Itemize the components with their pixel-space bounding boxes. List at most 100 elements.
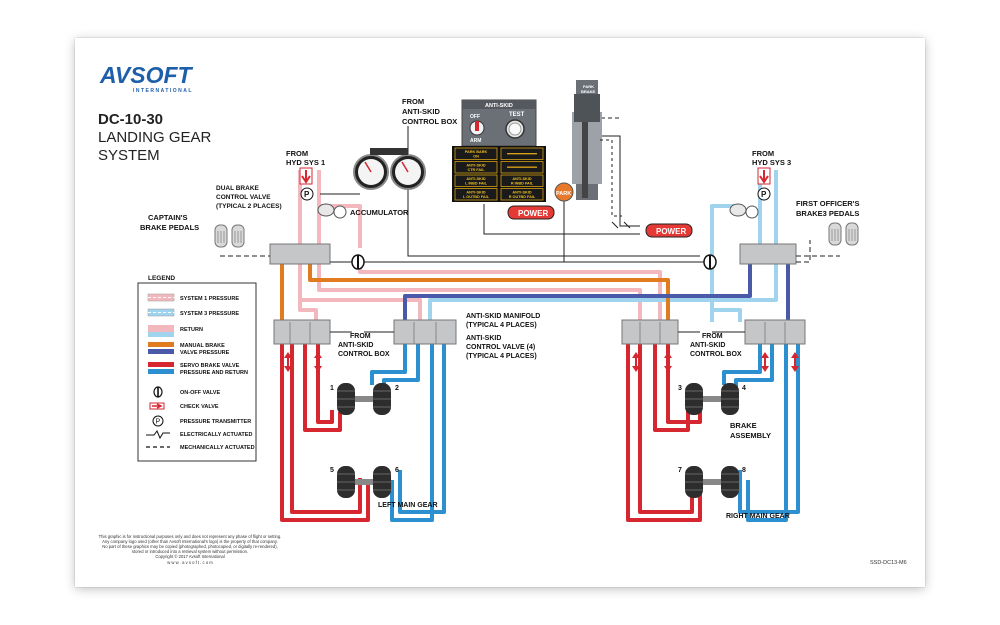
- label-control-valve-1: ANTI-SKID: [466, 335, 501, 342]
- label-fo-1: FIRST OFFICER'S: [796, 199, 859, 208]
- legend-item: CHECK VALVE: [149, 402, 219, 410]
- on-off-valve-right: [703, 254, 717, 270]
- park-brake-label-1: PARK: [583, 84, 594, 89]
- label-manifold-2: (TYPICAL 4 PLACES): [466, 322, 537, 329]
- label-wheel-6: 6: [395, 467, 399, 474]
- legend-label: SYSTEM 3 PRESSURE: [180, 311, 239, 317]
- footer-line-5: Copyright © 2017 Avsoft International: [155, 554, 224, 559]
- annunciator-line2: R INBD FAIL: [511, 182, 534, 186]
- annunciator-line2: L INBD FAIL: [465, 182, 488, 186]
- label-wheel-3: 3: [678, 385, 682, 392]
- wheel-4: [720, 382, 740, 416]
- power-button-2-label: POWER: [656, 227, 686, 236]
- label-from-box-2: ANTI-SKID: [402, 107, 440, 116]
- label-dual-brake-1: DUAL BRAKE: [216, 185, 260, 192]
- annunciator-line1: ANTI-SKID: [466, 177, 485, 181]
- legend-item: MECHANICALLY ACTUATED: [146, 445, 255, 451]
- annunciator-cell: [500, 147, 544, 160]
- power-button-1-label: POWER: [518, 209, 548, 218]
- label-from-hyd1-2: HYD SYS 1: [286, 158, 325, 167]
- annunciator-line2: ON: [473, 155, 479, 159]
- annunciator-line1: ANTI-SKID: [512, 191, 531, 195]
- legend-label: SERVO BRAKE VALVE: [180, 363, 240, 369]
- label-wheel-8: 8: [742, 467, 746, 474]
- legend-item: SYSTEM 1 PRESSURE: [147, 293, 239, 302]
- fo-dual-brake-valve: [739, 243, 797, 265]
- power-button-2[interactable]: POWER: [645, 223, 693, 238]
- legend-item: P PRESSURE TRANSMITTER: [152, 415, 251, 427]
- label-wheel-2: 2: [395, 385, 399, 392]
- captain-brake-pedals: [214, 224, 245, 248]
- annunciator-line1: ANTI-SKID: [466, 164, 485, 168]
- label-from-box-3: CONTROL BOX: [402, 117, 457, 126]
- label-captains-1: CAPTAIN'S: [148, 213, 188, 222]
- park-light-label: PARK: [556, 191, 571, 197]
- legend-title: LEGEND: [148, 275, 175, 282]
- pressure-transmitter-sys3: P: [757, 187, 771, 201]
- switch-arm-label: ARM: [470, 138, 481, 144]
- label-brake-assembly-2: ASSEMBLY: [730, 431, 771, 440]
- anti-skid-panel-title: ANTI-SKID: [485, 103, 513, 109]
- legend-symbol-p: P: [156, 419, 161, 426]
- power-button-1[interactable]: POWER: [507, 205, 555, 220]
- legend: LEGEND SYSTEM 1 PRESSURE SYSTEM 3 PRESSUR…: [137, 275, 257, 462]
- label-from-hyd3-2: HYD SYS 3: [752, 158, 791, 167]
- label-accumulator: ACCUMULATOR: [350, 208, 409, 217]
- anti-skid-panel: ANTI-SKID OFF ARM TEST: [461, 99, 537, 147]
- label-fo-2: BRAKE3 PEDALS: [796, 209, 859, 218]
- drawing-code: SSD-DC13-M6: [870, 560, 907, 566]
- annunciator-line2: CTR FAIL: [467, 168, 485, 172]
- park-light: PARK: [554, 182, 574, 202]
- park-brake-handle[interactable]: [572, 80, 602, 200]
- wheel-7: [684, 465, 704, 499]
- footer-line-3: No part of these graphics may be copied …: [102, 544, 278, 549]
- annunciator-line1: PARK BARK: [465, 150, 488, 154]
- diagram-title-line1: LANDING GEAR: [98, 129, 212, 146]
- brake-pressure-gauge-right: [390, 154, 426, 190]
- label-right-from-2: ANTI-SKID: [690, 342, 725, 349]
- pressure-transmitter-sys1: P: [300, 187, 314, 201]
- park-brake-label-2: BRAKE: [581, 89, 596, 94]
- annunciator-line1: ANTI-SKID: [512, 177, 531, 181]
- label-captains-2: BRAKE PEDALS: [140, 223, 199, 232]
- right-manifold-inboard: [621, 319, 679, 345]
- wheel-6: [372, 465, 392, 499]
- legend-label-2: VALVE PRESSURE: [180, 350, 230, 356]
- label-control-valve-2: CONTROL VALVE (4): [466, 344, 535, 351]
- label-wheel-1: 1: [330, 385, 334, 392]
- legend-item: SYSTEM 3 PRESSURE: [147, 308, 239, 317]
- label-brake-assembly-1: BRAKE: [730, 421, 757, 430]
- test-label: TEST: [509, 112, 525, 118]
- legend-label-2: PRESSURE AND RETURN: [180, 370, 248, 376]
- anti-skid-switch[interactable]: [469, 120, 485, 136]
- avsoft-logo: AVSOFT INTERNATIONAL: [99, 62, 194, 94]
- wheel-5: [336, 465, 356, 499]
- legend-label: PRESSURE TRANSMITTER: [180, 419, 251, 425]
- anti-skid-test-button[interactable]: [505, 119, 525, 139]
- legend-item: RETURN: [148, 325, 203, 337]
- label-from-box-1: FROM: [402, 97, 424, 106]
- label-dual-brake-3: (TYPICAL 2 PLACES): [216, 203, 282, 210]
- legend-label: MANUAL BRAKE: [180, 343, 225, 349]
- right-manifold-outboard: [744, 319, 806, 345]
- wheel-3: [684, 382, 704, 416]
- legend-label: ON-OFF VALVE: [180, 390, 220, 396]
- left-manifold-outboard: [273, 319, 331, 345]
- svg-text:P: P: [304, 190, 310, 199]
- legend-label: SYSTEM 1 PRESSURE: [180, 296, 239, 302]
- legend-label: MECHANICALLY ACTUATED: [180, 445, 255, 451]
- wheel-1: [336, 382, 356, 416]
- switch-off-label: OFF: [470, 114, 480, 120]
- diagram-title-line2: SYSTEM: [98, 147, 160, 164]
- label-left-from-3: CONTROL BOX: [338, 351, 390, 358]
- right-main-gear: [684, 382, 740, 499]
- annunciator-line2: R OUTBD FAIL: [509, 195, 536, 199]
- check-valve-sys3: [757, 167, 771, 185]
- accumulator-right: [729, 203, 759, 219]
